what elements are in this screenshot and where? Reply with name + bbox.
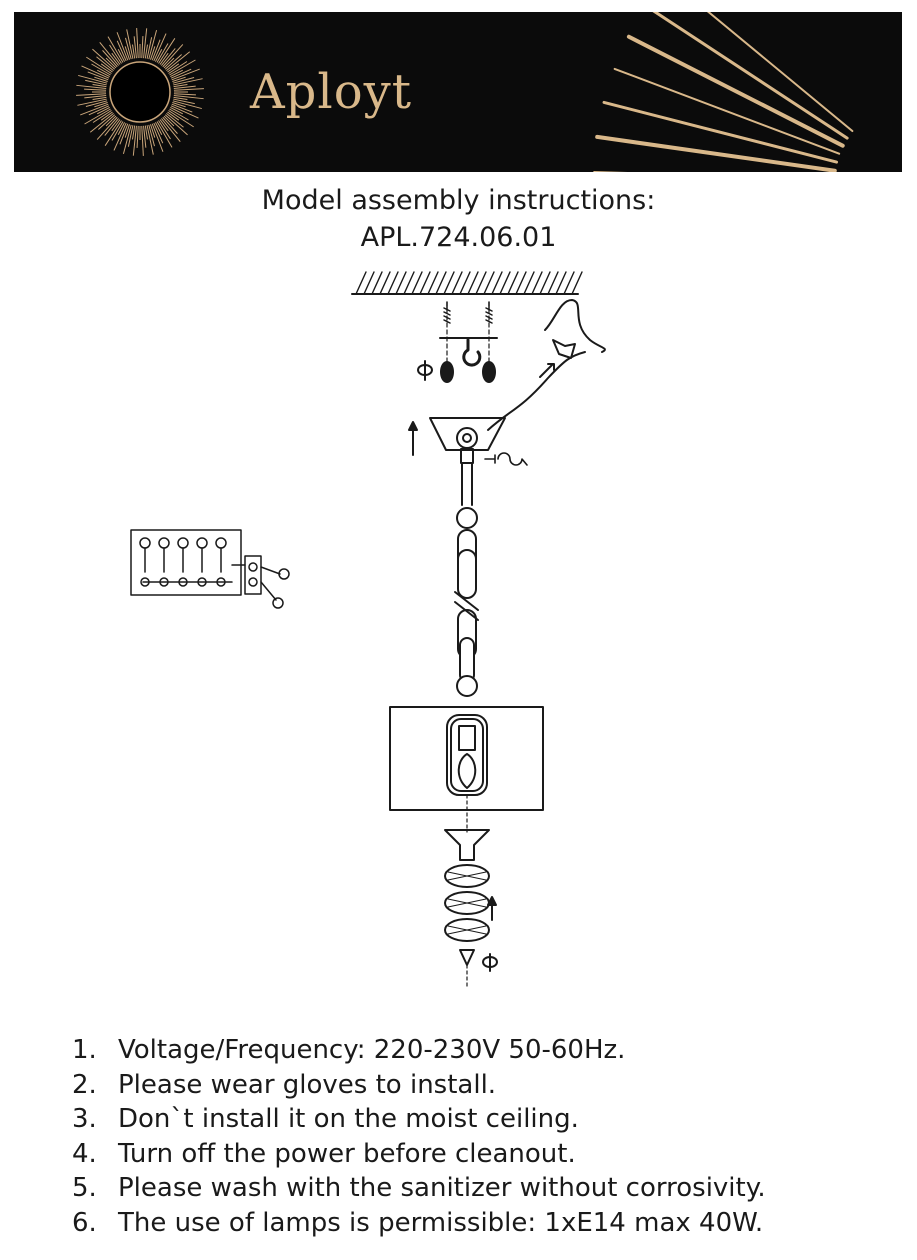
wiring-terminal-diagram [130, 529, 290, 609]
brand-banner: Aployt [14, 12, 902, 172]
power-wires [487, 299, 606, 431]
list-item: 4.Turn off the power before cleanout. [72, 1138, 576, 1169]
list-item: 2.Please wear gloves to install. [72, 1069, 497, 1100]
ceiling-hook [462, 338, 482, 367]
ceiling-hatch [351, 271, 583, 295]
ceiling-canopy [429, 417, 528, 466]
list-item: 1.Voltage/Frequency: 220-230V 50-60Hz. [72, 1035, 626, 1065]
document-title: Model assembly instructions: [261, 185, 656, 216]
assembly-diagram [130, 271, 606, 989]
instruction-notes: 1.Voltage/Frequency: 220-230V 50-60Hz. 2… [72, 1033, 766, 1240]
hanging-chain [454, 462, 479, 697]
sunburst-logo-graphic [76, 12, 854, 172]
brand-logo-text: Aployt [250, 64, 413, 120]
up-arrow-icon [408, 421, 418, 456]
rotate-symbol-icon [417, 360, 433, 381]
list-item: 3.Don`t install it on the moist ceiling. [72, 1104, 579, 1134]
model-number: APL.724.06.01 [360, 222, 557, 253]
decorative-finial [444, 829, 498, 989]
list-item: 6.The use of lamps is permissible: 1xE14… [72, 1207, 764, 1238]
list-item: 5.Please wash with the sanitizer without… [72, 1173, 766, 1203]
mounting-screws [439, 301, 498, 383]
lamp-shade [389, 706, 544, 833]
